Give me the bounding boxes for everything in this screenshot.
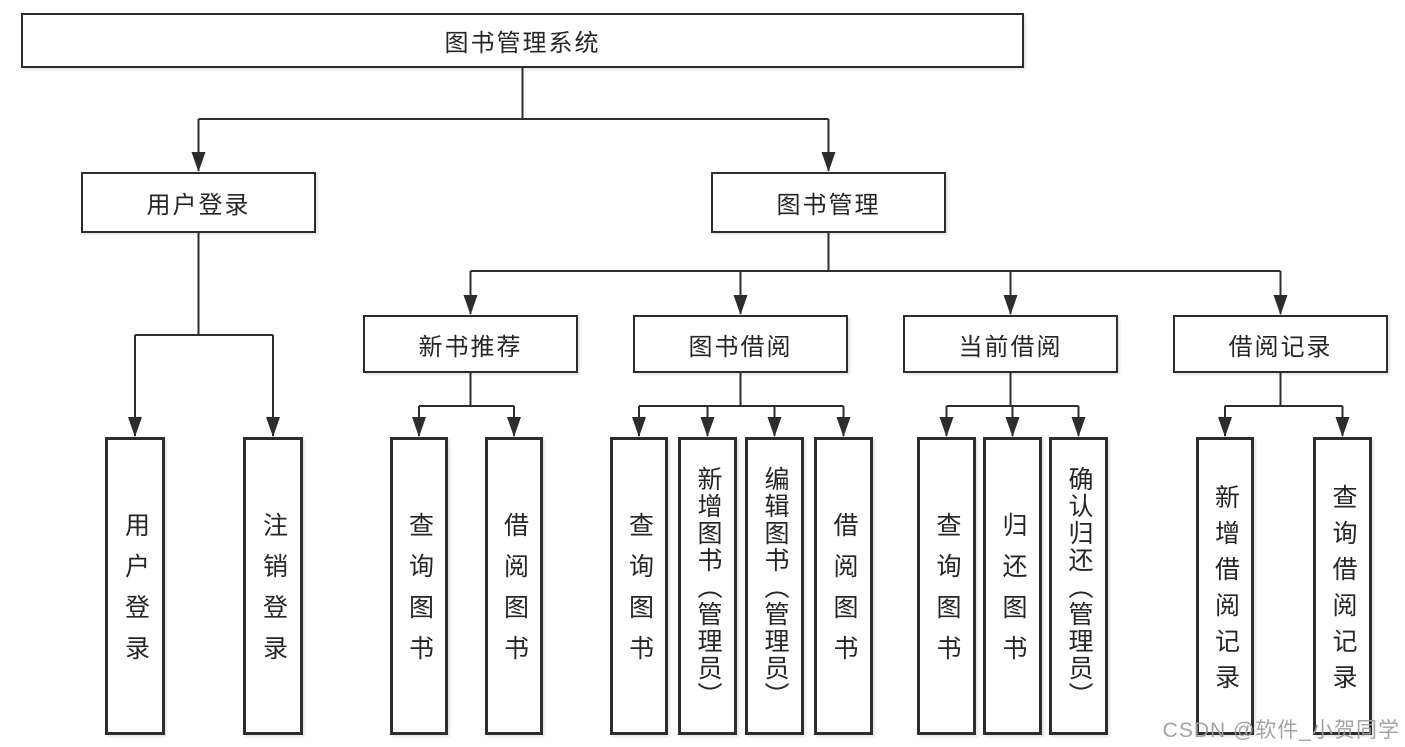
leaf-return-books: 归还图书: [983, 437, 1042, 735]
node-user-login-label: 用户登录: [146, 192, 251, 219]
leaf-user-login-label: 用户登录: [121, 512, 150, 676]
leaf-query-borrow-record-label: 查询借阅记录: [1329, 483, 1357, 700]
leaf-query-books-recommend: 查询图书: [390, 437, 448, 735]
leaf-edit-book-admin: 编辑图书（管理员）: [745, 437, 804, 735]
leaf-borrow-books-borrow-label: 借阅图书: [830, 512, 858, 676]
leaf-user-login: 用户登录: [105, 437, 165, 735]
node-root-system: 图书管理系统: [21, 13, 1024, 68]
leaf-borrow-books-recommend: 借阅图书: [485, 437, 543, 735]
node-book-borrowing: 图书借阅: [633, 315, 848, 373]
node-current-borrowing-label: 当前借阅: [958, 333, 1063, 361]
leaf-logout: 注销登录: [243, 437, 303, 735]
node-user-login: 用户登录: [81, 172, 316, 233]
leaf-add-borrow-record: 新增借阅记录: [1196, 437, 1254, 735]
node-book-borrowing-label: 图书借阅: [688, 333, 793, 361]
leaf-confirm-return-admin: 确认归还（管理员）: [1049, 437, 1108, 735]
leaf-add-borrow-record-label: 新增借阅记录: [1211, 483, 1240, 700]
connector-lines: [134, 68, 1344, 436]
leaf-add-book-admin-label: 新增图书（管理员）: [694, 465, 722, 709]
node-borrowing-records: 借阅记录: [1173, 315, 1388, 373]
leaf-query-books-recommend-label: 查询图书: [405, 512, 434, 676]
leaf-add-book-admin: 新增图书（管理员）: [678, 437, 737, 735]
leaf-query-borrow-record: 查询借阅记录: [1313, 437, 1372, 735]
leaf-query-books-current: 查询图书: [917, 437, 976, 735]
leaf-borrow-books-borrow: 借阅图书: [814, 437, 873, 735]
node-root-label: 图书管理系统: [444, 30, 601, 57]
leaf-query-books-current-label: 查询图书: [933, 512, 961, 676]
node-book-management-label: 图书管理: [776, 192, 881, 219]
node-book-management: 图书管理: [711, 172, 946, 233]
watermark: CSDN @软件_小贺同学: [1162, 719, 1400, 742]
leaf-borrow-books-recommend-label: 借阅图书: [500, 512, 529, 676]
leaf-query-books-borrow-label: 查询图书: [625, 512, 654, 676]
leaf-confirm-return-admin-label: 确认归还（管理员）: [1065, 465, 1093, 709]
leaf-edit-book-admin-label: 编辑图书（管理员）: [761, 465, 789, 709]
node-current-borrowing: 当前借阅: [903, 315, 1118, 373]
node-new-book-recommend-label: 新书推荐: [418, 333, 523, 361]
node-borrowing-records-label: 借阅记录: [1228, 333, 1333, 361]
leaf-return-books-label: 归还图书: [999, 512, 1027, 676]
leaf-query-books-borrow: 查询图书: [610, 437, 668, 735]
node-new-book-recommend: 新书推荐: [363, 315, 578, 373]
leaf-logout-label: 注销登录: [259, 512, 288, 676]
